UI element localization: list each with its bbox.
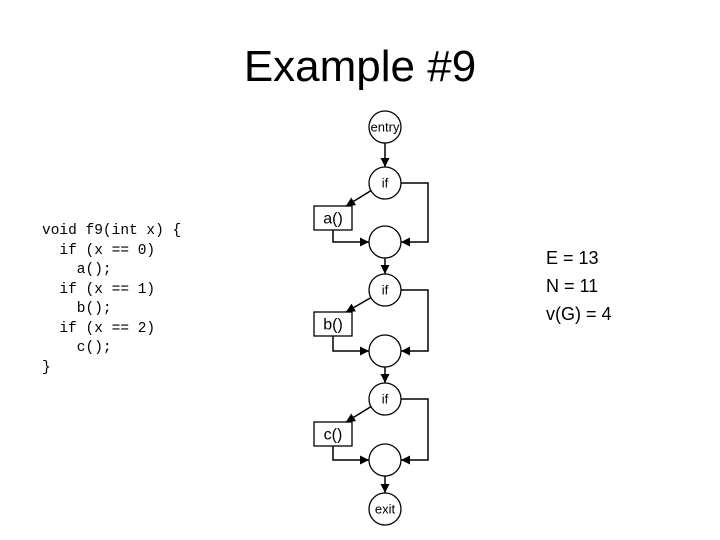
graph-nodes: entry if a() if b() if c() exit [313,110,402,526]
edge-if3-c [345,405,373,423]
code-line: if (x == 1) [42,281,156,298]
code-line: void f9(int x) { [42,223,182,239]
node-join1 [368,225,402,259]
node-circle [368,110,402,144]
node-if2: if [368,273,402,307]
code-line: if (x == 2) [42,320,156,337]
complexity-metrics: E = 13 N = 11 v(G) = 4 [546,244,612,328]
node-circle [368,334,402,368]
node-label: if [382,392,389,407]
graph-edges [332,143,429,493]
edge-count: E = 13 [546,248,599,268]
node-join3 [368,443,402,477]
code-line: b(); [42,301,112,317]
node-count: N = 11 [546,276,599,296]
node-circle [368,166,402,200]
node-exit: exit [368,492,402,526]
page-title: Example #9 [243,42,477,91]
node-if1: if [368,166,402,200]
node-label: if [382,176,389,191]
node-label: exit [375,502,396,517]
node-b: b() [313,311,353,337]
node-circle [368,492,402,526]
node-label: c() [324,427,343,444]
node-box [313,205,353,231]
node-box [313,311,353,337]
node-label: if [382,283,389,298]
node-circle [368,273,402,307]
code-listing: void f9(int x) { if (x == 0) a(); if (x … [42,222,181,378]
code-line: a(); [42,262,112,278]
code-line: if (x == 0) [42,242,156,259]
code-line: } [42,359,51,376]
node-label: b() [323,317,343,334]
node-label: a() [323,211,343,228]
edge-if2-join2 [401,289,429,356]
node-circle [368,382,402,416]
node-join2 [368,334,402,368]
node-entry: entry [368,110,402,144]
edge-a-join1 [332,230,369,247]
edge-c-join3 [332,446,369,465]
node-label: entry [371,120,400,135]
edge-if1-join1 [401,182,429,247]
edge-if3-join3 [401,398,429,465]
node-box [313,421,353,447]
cyclomatic-complexity: v(G) = 4 [546,304,612,324]
node-circle [368,443,402,477]
node-circle [368,225,402,259]
code-line: c(); [42,340,112,356]
node-c: c() [313,421,353,447]
node-if3: if [368,382,402,416]
edge-if2-b [345,296,373,313]
node-a: a() [313,205,353,231]
edge-if1-a [345,189,373,207]
edge-b-join2 [332,336,369,356]
